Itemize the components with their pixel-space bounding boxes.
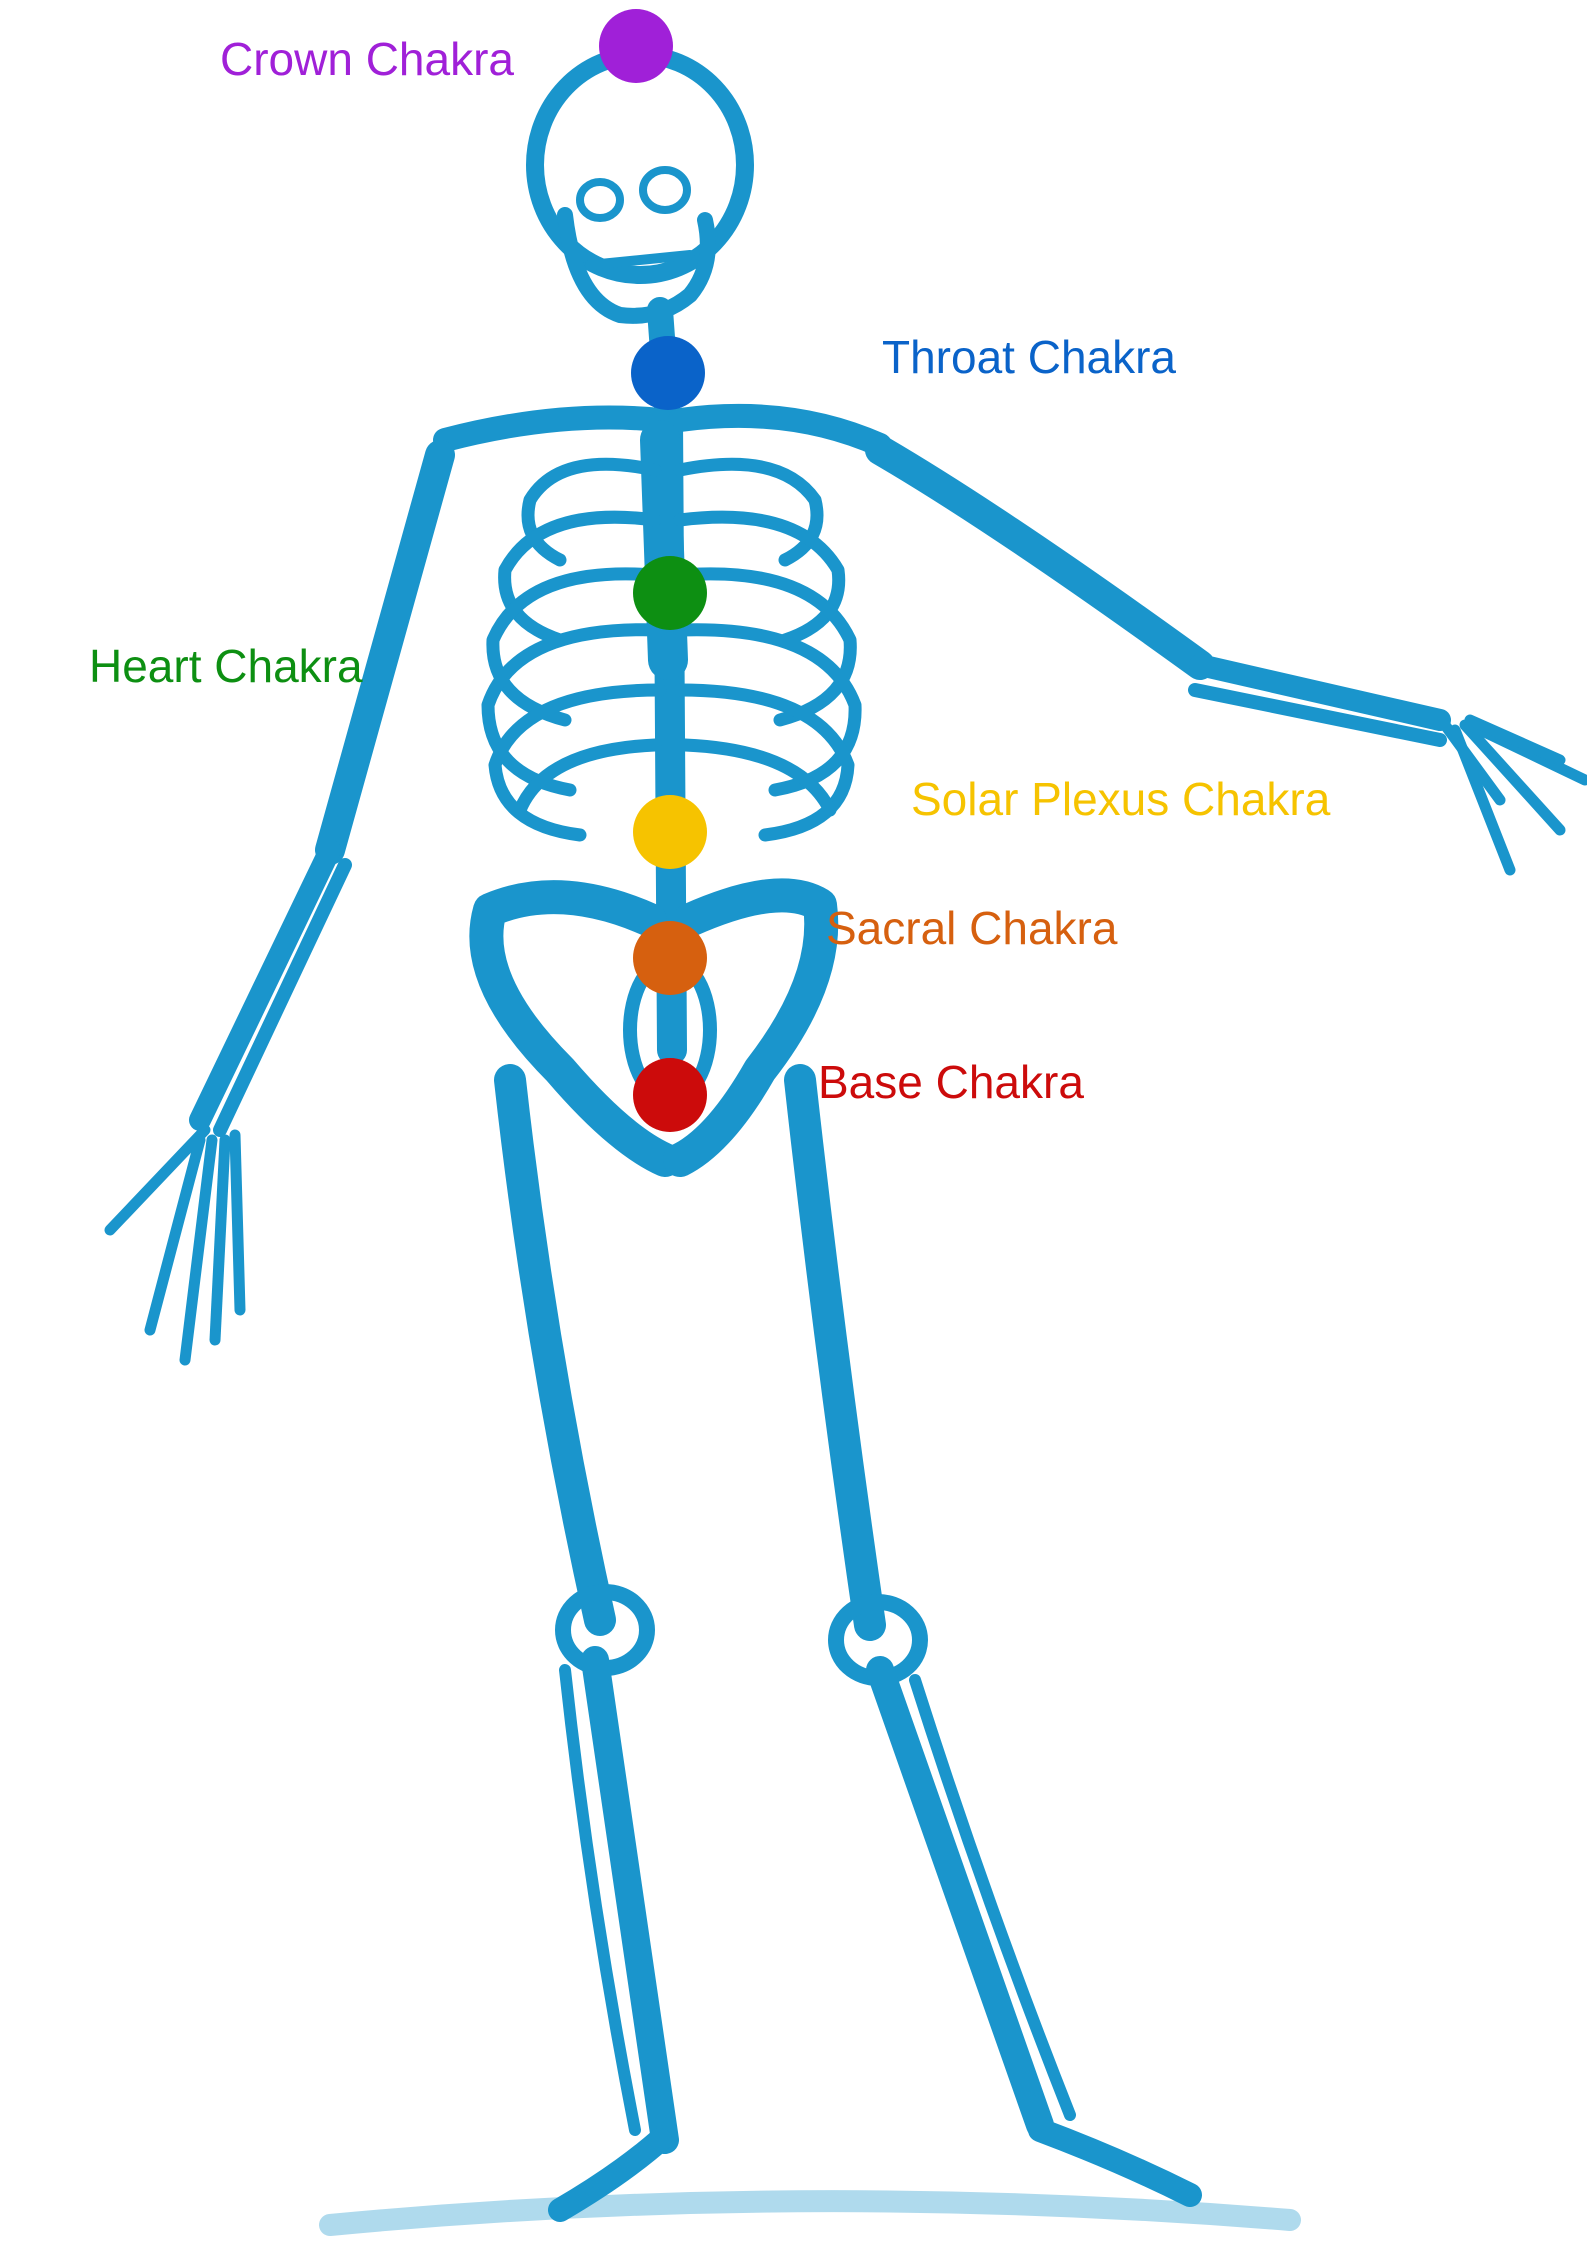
base-chakra-dot: [633, 1058, 707, 1132]
base-chakra-label: Base Chakra: [818, 1056, 1084, 1108]
eye-socket-left: [576, 178, 624, 222]
ribcage: [481, 457, 862, 842]
humerus-right: [865, 435, 1215, 680]
forearm-right-b: [1188, 683, 1447, 747]
forearm-left-a: [189, 839, 341, 1131]
sacral-chakra-dot: [633, 921, 707, 995]
chakra-dots: [599, 9, 707, 1132]
foot-right: [1028, 2118, 1202, 2207]
heart-chakra-label: Heart Chakra: [89, 640, 363, 692]
teeth: [585, 250, 695, 270]
fibula-right: [909, 1674, 1076, 2121]
forearm-right-a: [1189, 654, 1451, 731]
eye-socket-right: [639, 166, 691, 214]
clavicle-right: [668, 403, 892, 457]
clavicle-left: [433, 405, 672, 452]
heart-chakra-dot: [633, 556, 707, 630]
sacral-chakra-label: Sacral Chakra: [826, 902, 1118, 954]
tibia-right: [866, 1656, 1054, 2139]
forearm-left-b: [213, 858, 352, 1137]
fibula-left: [559, 1664, 641, 2136]
tibia-left: [581, 1646, 679, 2154]
femur-right: [784, 1064, 886, 1641]
crown-chakra-dot: [599, 9, 673, 83]
solar-plexus-chakra-label: Solar Plexus Chakra: [911, 773, 1331, 825]
pelvis-right: [663, 878, 839, 1177]
ground-shadow: [319, 2190, 1301, 2236]
solar-plexus-chakra-dot: [633, 795, 707, 869]
femur-left: [494, 1064, 616, 1636]
throat-chakra-label: Throat Chakra: [882, 331, 1177, 383]
crown-chakra-label: Crown Chakra: [220, 33, 514, 85]
pelvis-left: [469, 880, 682, 1177]
hand-right: [1439, 714, 1587, 876]
foot-left: [548, 2128, 672, 2222]
humerus-left: [315, 440, 455, 865]
throat-chakra-dot: [631, 336, 705, 410]
hand-left: [104, 1124, 246, 1366]
skeleton-bones: [104, 46, 1587, 2236]
